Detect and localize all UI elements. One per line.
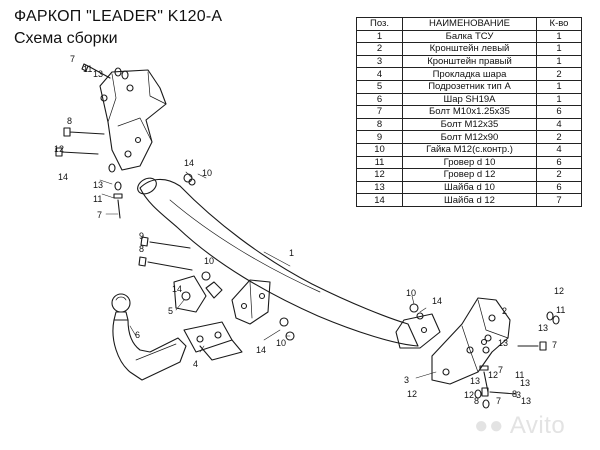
callout-label: 13: [520, 378, 530, 388]
callout-label: 1: [289, 248, 294, 258]
callout-label: 14: [184, 158, 194, 168]
callout-label: 7: [97, 210, 102, 220]
callout-label: 6: [135, 330, 140, 340]
callout-label: 10: [276, 338, 286, 348]
cell-quantity: 1: [536, 79, 582, 94]
watermark: ●● Avito: [474, 412, 565, 440]
callout-label: 2: [502, 306, 507, 316]
parts-table-header: Поз. НАИМЕНОВАНИЕ К-во: [356, 17, 582, 31]
avito-logo-icon: ●●: [474, 412, 504, 439]
callout-label: 12: [464, 390, 474, 400]
callout-label: 14: [432, 296, 442, 306]
tow-beam: [139, 178, 419, 347]
callout-label: 7: [70, 54, 75, 64]
bracket-left: [99, 69, 167, 171]
beam-end-left: [137, 177, 157, 195]
leader-lines: [99, 171, 437, 379]
callout-label: 3: [404, 375, 409, 385]
callout-label: 14: [58, 172, 68, 182]
callout-label: 12: [554, 286, 564, 296]
watermark-text: Avito: [509, 412, 566, 439]
tow-ball: [111, 293, 187, 381]
callout-label: 10: [202, 168, 212, 178]
ball-plate-lower: [183, 321, 233, 353]
callout-label: 12: [407, 389, 417, 399]
callout-label: 5: [168, 306, 173, 316]
spacer-plates: [231, 279, 271, 325]
callout-label: 7: [552, 340, 557, 350]
socket-plate: [173, 275, 207, 313]
callout-label: 11: [556, 305, 565, 315]
callout-label: 10: [406, 288, 416, 298]
callout-label: 13: [538, 323, 548, 333]
callout-label: 10: [204, 256, 214, 266]
callout-label: 9: [139, 231, 144, 241]
nuts-washers: [108, 67, 560, 409]
callout-label: 7: [498, 365, 503, 375]
diagram-title: ФАРКОП "LEADER" K120-A: [14, 8, 223, 25]
callout-label: 13: [93, 69, 103, 79]
callout-label: 7: [496, 396, 501, 406]
bolts: [55, 63, 547, 397]
callout-label: 8: [474, 396, 479, 406]
callout-label: 13: [498, 338, 508, 348]
callout-label: 12: [54, 144, 64, 154]
callout-label: 8: [512, 389, 517, 399]
callout-label: 14: [256, 345, 266, 355]
callout-label: 3: [516, 390, 521, 400]
callout-label: 13: [470, 376, 480, 386]
callout-label: 11: [83, 64, 92, 74]
diagram-subtitle: Схема сборки: [14, 30, 118, 47]
callout-label: 12: [488, 370, 498, 380]
callout-label: 4: [193, 359, 198, 369]
beam-end-right: [395, 313, 441, 349]
callout-label: 8: [139, 244, 144, 254]
callout-label: 11: [515, 370, 524, 380]
cell-quantity: 7: [536, 193, 582, 207]
callout-label: 13: [521, 396, 531, 406]
callout-label: 14: [172, 284, 182, 294]
callout-label: 8: [67, 116, 72, 126]
callout-label: 13: [93, 180, 103, 190]
callout-label: 11: [93, 194, 102, 204]
